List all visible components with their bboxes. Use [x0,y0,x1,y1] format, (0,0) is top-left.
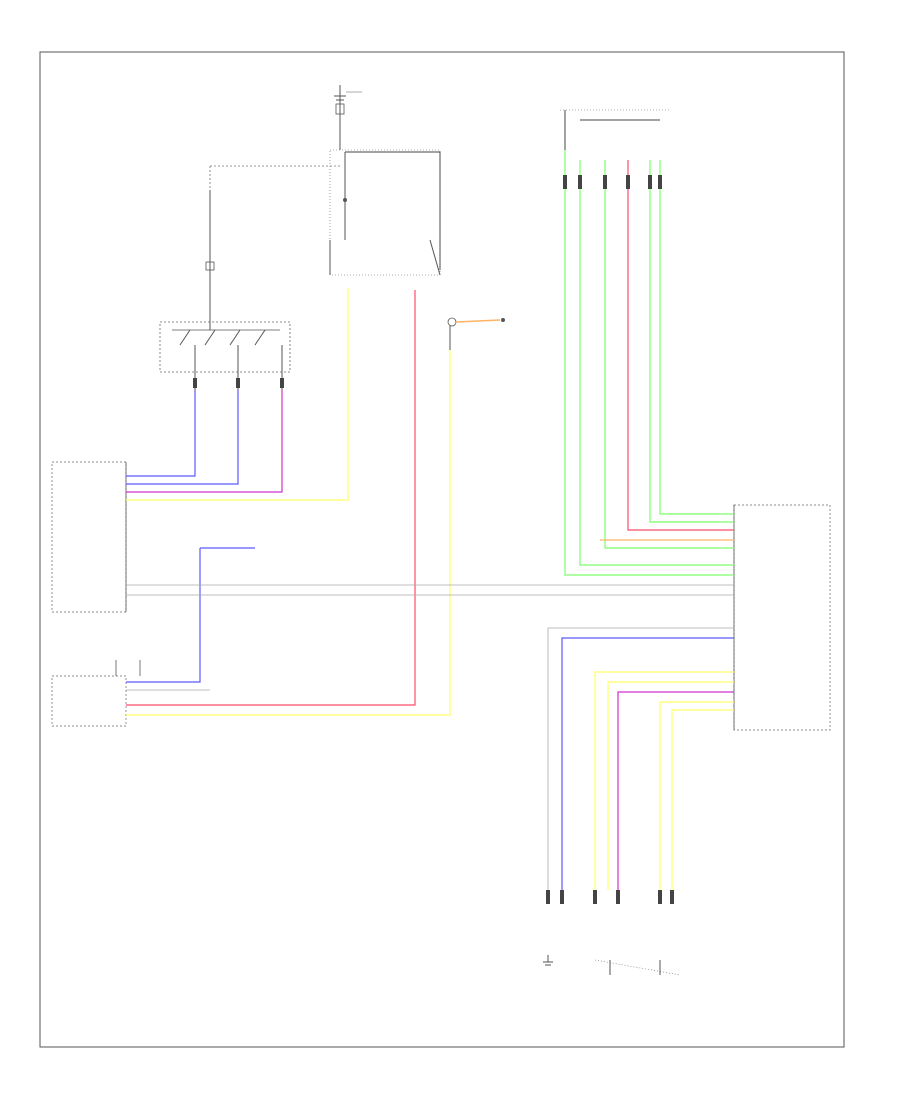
wire-green-1 [564,150,734,576]
ground-icon [543,955,553,966]
wire-blue-5 [561,637,734,890]
wire-green-3 [604,160,734,549]
diagram-frame [39,51,845,1048]
bottom-connector [594,959,681,976]
wire-green-5 [659,160,734,515]
wire-magenta-1 [126,390,283,493]
wire-green-4 [649,160,734,523]
wire-blue-3 [126,548,201,683]
wire-magenta-2 [617,691,734,890]
wire-yellow-4 [607,681,734,890]
right-module [733,504,831,731]
wire-green-2 [579,160,734,566]
actuator [447,317,505,350]
wire-red-2 [627,160,734,531]
instrument-cluster [51,461,127,613]
wire-red-1 [126,290,416,706]
wire-yellow-5 [659,701,734,890]
wire-yellow-3 [594,671,734,890]
wire-yellow-2 [126,350,451,716]
wire-yellow-6 [671,709,734,890]
top-right-connector [560,109,670,150]
wire-blue-2 [126,390,239,485]
wire-gray-4 [547,627,734,890]
wire-yellow-1 [126,288,349,501]
relay-box [329,149,441,276]
top-fuse [334,85,362,150]
wire-blue-1 [126,390,196,477]
gear-selector-switch [159,190,291,390]
connector-stubs [193,175,674,904]
left-module [51,660,141,727]
